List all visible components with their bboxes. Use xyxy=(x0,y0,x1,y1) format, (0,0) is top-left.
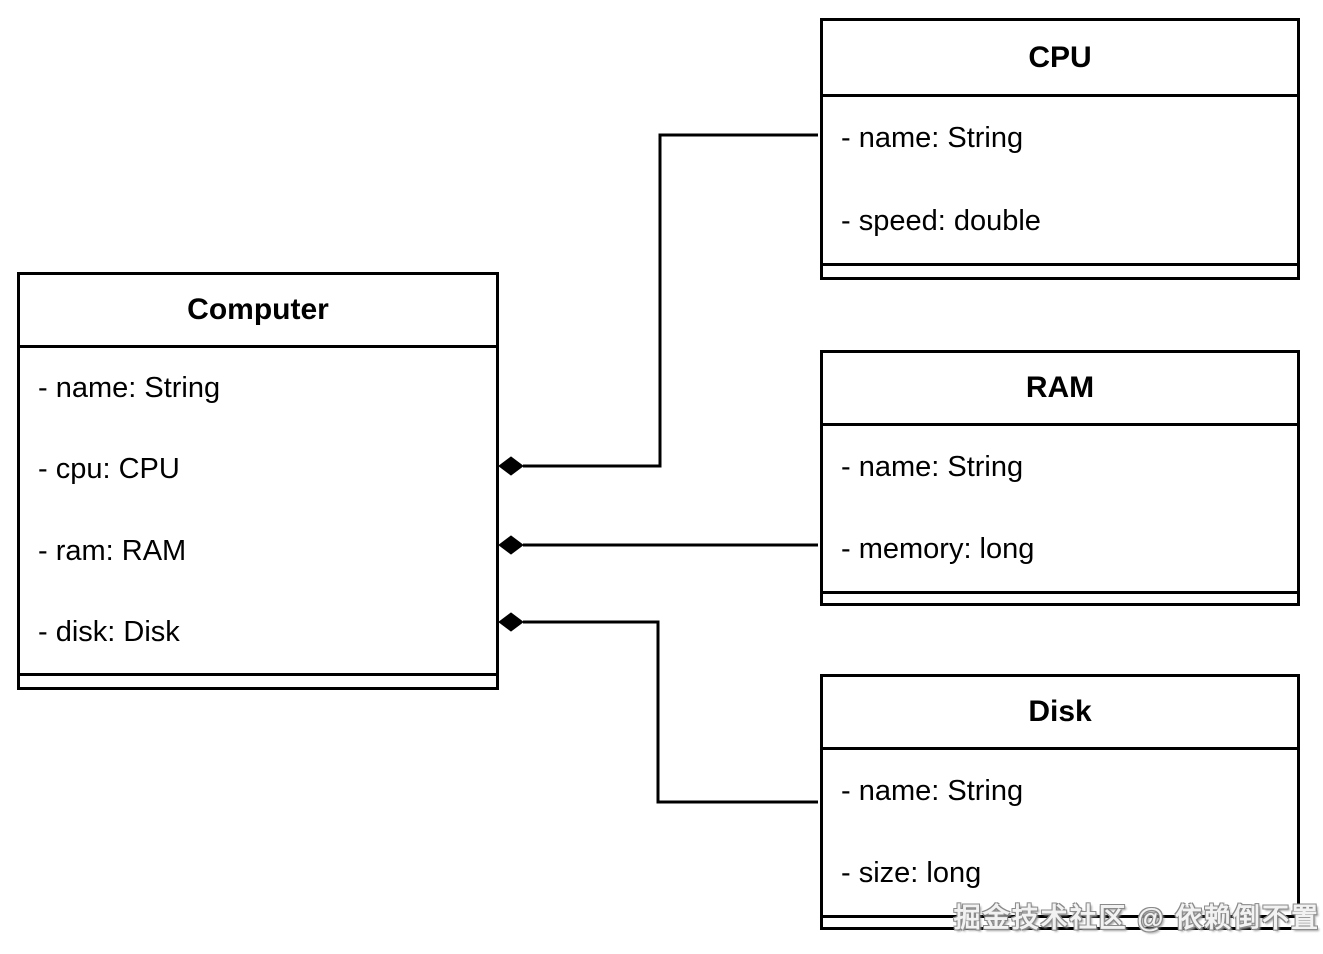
methods-compartment-empty xyxy=(823,263,1297,277)
attribute-size: - size: long xyxy=(841,857,982,890)
class-title-cpu: CPU xyxy=(823,21,1297,97)
class-title-computer: Computer xyxy=(20,275,496,348)
attribute-name: - name: String xyxy=(38,372,221,405)
methods-compartment-empty xyxy=(823,591,1297,603)
attribute-name: - name: String xyxy=(841,774,1024,807)
attributes-compartment: - name: String - cpu: CPU - ram: RAM - d… xyxy=(20,348,496,673)
class-box-disk: Disk - name: String - size: long xyxy=(820,674,1300,930)
class-title-disk: Disk xyxy=(823,677,1297,750)
class-box-ram: RAM - name: String - memory: long xyxy=(820,350,1300,606)
attributes-compartment: - name: String - speed: double xyxy=(823,97,1297,263)
attribute-name: - name: String xyxy=(841,122,1024,154)
attributes-compartment: - name: String - memory: long xyxy=(823,426,1297,591)
watermark-text: 掘金技术社区 @ 依赖倒不置 xyxy=(953,903,1320,933)
composition-diamond-ram-icon xyxy=(498,535,524,555)
class-box-cpu: CPU - name: String - speed: double xyxy=(820,18,1300,280)
attribute-memory: - memory: long xyxy=(841,533,1035,566)
methods-compartment-empty xyxy=(20,673,496,687)
composition-diamond-cpu-icon xyxy=(498,456,524,476)
attribute-name: - name: String xyxy=(841,450,1024,483)
attribute-speed: - speed: double xyxy=(841,205,1041,237)
attributes-compartment: - name: String - size: long xyxy=(823,750,1297,915)
composition-line-computer-cpu xyxy=(523,133,818,468)
composition-line-computer-disk xyxy=(523,620,818,804)
attribute-ram: - ram: RAM xyxy=(38,534,187,567)
methods-compartment-empty xyxy=(823,915,1297,927)
composition-diamond-disk-icon xyxy=(498,612,524,632)
class-box-computer: Computer - name: String - cpu: CPU - ram… xyxy=(17,272,499,690)
attribute-cpu: - cpu: CPU xyxy=(38,453,180,486)
class-title-ram: RAM xyxy=(823,353,1297,426)
attribute-disk: - disk: Disk xyxy=(38,615,180,648)
